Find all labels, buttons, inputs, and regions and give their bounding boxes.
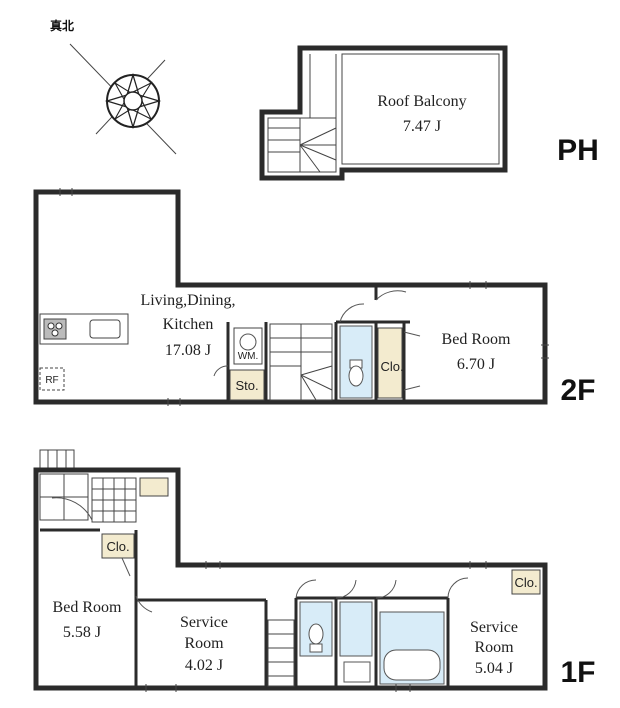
second-floor-outline: [33, 189, 548, 405]
door-swing: [375, 290, 407, 301]
first-floor: Clo. Clo.: [33, 449, 596, 692]
roof-balcony-size: 7.47 J: [403, 118, 441, 135]
door-swing: [403, 331, 421, 337]
bed-2f-size: 6.70 J: [457, 356, 495, 373]
floor-label-1f: 1F: [560, 656, 595, 689]
first-floor-outline: [33, 467, 548, 691]
roof-balcony-area: [341, 53, 500, 165]
service-a-line2: Room: [184, 635, 224, 652]
bed-1f-size: 5.58 J: [63, 624, 101, 641]
door-swing: [121, 557, 131, 577]
bed-2f-name: Bed Room: [442, 331, 511, 348]
closet-1f-right: [511, 569, 541, 595]
ldk-line1: Living,Dining,: [140, 292, 235, 309]
compass: 真北: [50, 18, 177, 155]
storage-label: Sto.: [235, 378, 258, 393]
bathtub-icon: [383, 649, 441, 681]
ldk-size: 17.08 J: [165, 342, 211, 359]
ph-stair: [267, 54, 337, 173]
service-b-line1: Service: [470, 619, 518, 636]
closet-2f: [377, 327, 403, 399]
service-b-line2: Room: [474, 639, 514, 656]
stair-1f: [267, 619, 295, 687]
ph-outline: [259, 45, 508, 181]
kitchen-counter: [39, 313, 129, 345]
compass-center: [123, 91, 143, 111]
toilet-icon: [348, 365, 364, 387]
storage-2f: [229, 369, 265, 401]
door-swing: [335, 579, 357, 599]
door-swing: [447, 577, 469, 599]
sink-icon: [89, 319, 121, 339]
closet-2f-label: Clo.: [380, 359, 403, 374]
door-swing: [295, 579, 317, 599]
door-swing: [375, 579, 397, 599]
wash-basin: [343, 661, 371, 683]
service-b-size: 5.04 J: [475, 660, 513, 677]
toilet-1f-icon: [308, 623, 324, 645]
wm-label: WM.: [238, 351, 259, 362]
bed-1f-name: Bed Room: [53, 599, 122, 616]
fridge-label: RF: [45, 375, 58, 386]
service-a-size: 4.02 J: [185, 657, 223, 674]
door-swing: [213, 365, 229, 377]
compass-star-inner: [114, 81, 153, 121]
wm-space: [233, 327, 263, 365]
entry-tiles: [39, 473, 137, 523]
closet-1f-right-label: Clo.: [514, 575, 537, 590]
roof-balcony-name: Roof Balcony: [377, 93, 466, 110]
fridge-space: [39, 367, 65, 391]
shoe-cabinet: [139, 477, 169, 497]
ldk-line2: Kitchen: [163, 316, 214, 333]
floor-label-2f: 2F: [560, 374, 595, 407]
north-label: 真北: [50, 18, 74, 33]
stair-2f: [269, 323, 333, 401]
washroom: [339, 601, 373, 657]
floor-label-ph: PH: [557, 134, 599, 167]
closet-1f-left: [101, 533, 135, 559]
entry-door-swing: [51, 497, 93, 521]
service-a-line1: Service: [180, 614, 228, 631]
ph-floor: Roof Balcony 7.47 J PH: [259, 45, 599, 181]
second-floor: RF WM. Sto.: [33, 188, 596, 407]
door-swing: [135, 595, 153, 613]
door-swing: [339, 303, 365, 323]
closet-1f-left-label: Clo.: [106, 539, 129, 554]
door-swing: [403, 385, 421, 391]
